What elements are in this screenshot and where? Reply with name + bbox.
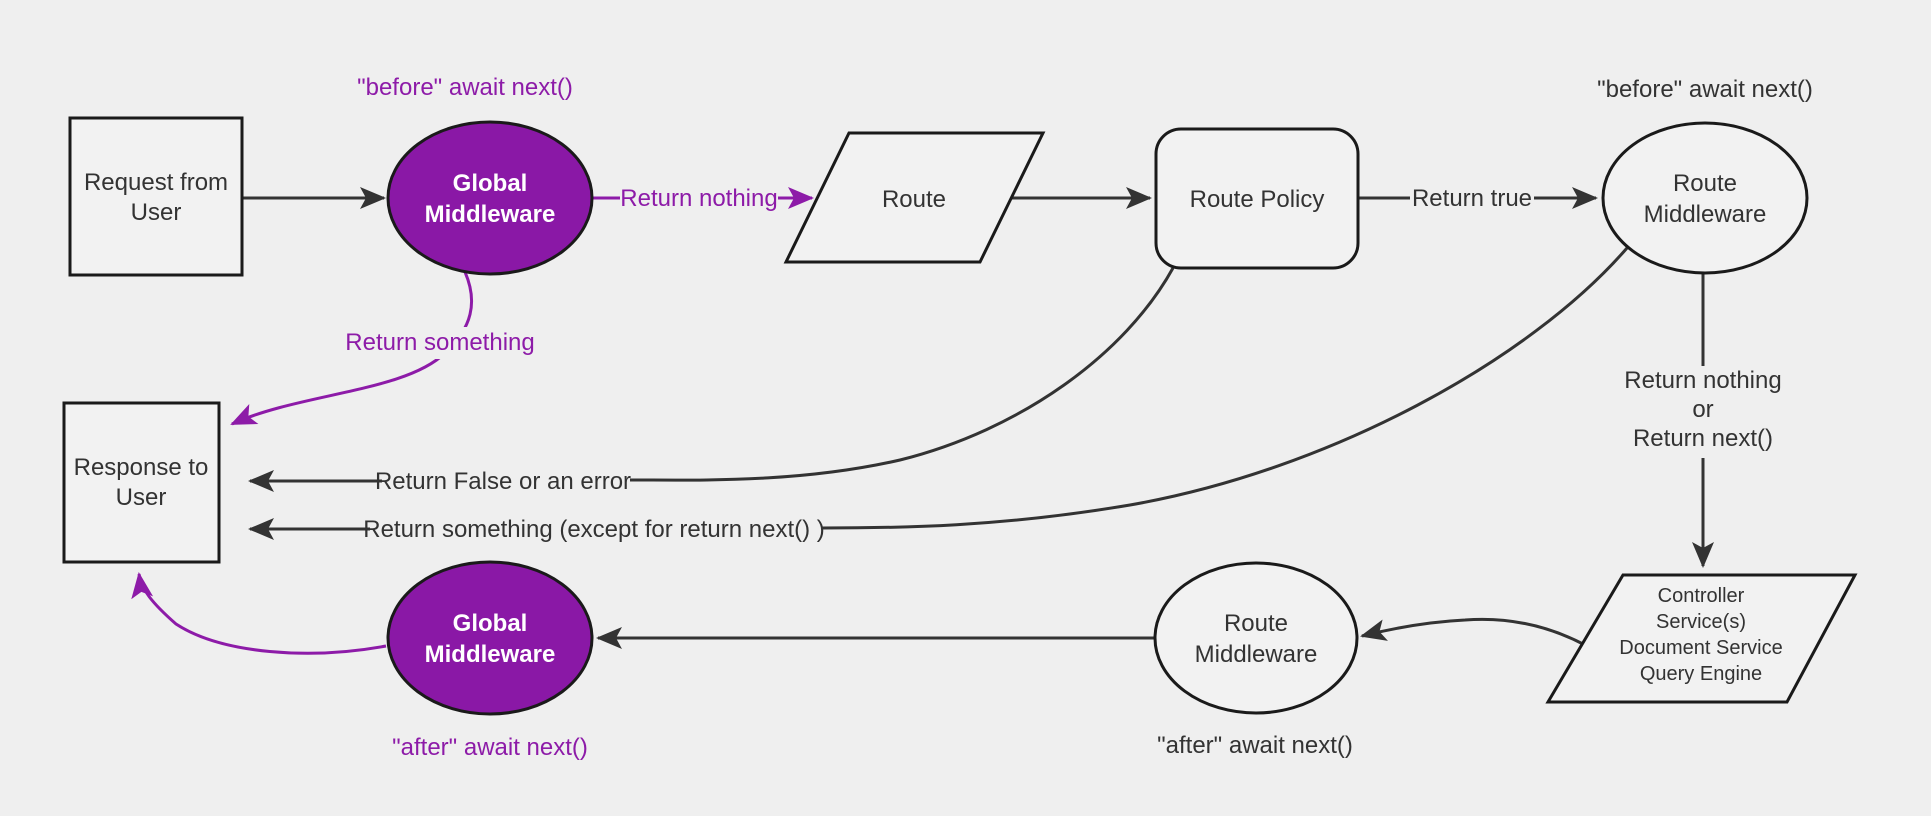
edge-global-to-response: [230, 271, 474, 426]
edge-label-return-something-except: Return something (except for return next…: [363, 516, 825, 543]
node-route: [783, 131, 1046, 264]
node-request-from-user: [68, 116, 244, 277]
node-route-middleware-top: [1601, 121, 1809, 275]
node-global-middleware-bottom: [386, 560, 594, 716]
edge-label-return-something: Return something: [345, 329, 534, 356]
node-response-to-user: [62, 401, 221, 564]
edge-controller-to-middleware-bottom: [1360, 617, 1586, 647]
edge-middleware-to-response-curve: [821, 247, 1629, 530]
label-after-await-next-global: "after" await next(): [392, 734, 588, 761]
edge-label-return-false: Return False or an error: [375, 468, 631, 495]
label-before-await-next-route: "before" await next(): [1597, 76, 1813, 103]
edge-label-background: [347, 327, 535, 359]
node-controller-services: [1545, 573, 1858, 704]
edge-global-bottom-to-response: [131, 572, 387, 655]
node-route-policy-label: Route Policy: [1190, 186, 1325, 213]
label-before-await-next-global: "before" await next(): [357, 74, 573, 101]
edge-label-return-true: Return true: [1412, 185, 1532, 212]
node-route-middleware-bottom: [1153, 561, 1359, 715]
label-after-await-next-route: "after" await next(): [1157, 732, 1353, 759]
node-route-policy: [1154, 127, 1360, 270]
edge-label-return-nothing: Return nothing: [620, 185, 777, 212]
node-global-middleware-top: [386, 120, 594, 276]
edge-policy-to-response-curve: [629, 267, 1175, 482]
node-route-label: Route: [882, 186, 946, 213]
